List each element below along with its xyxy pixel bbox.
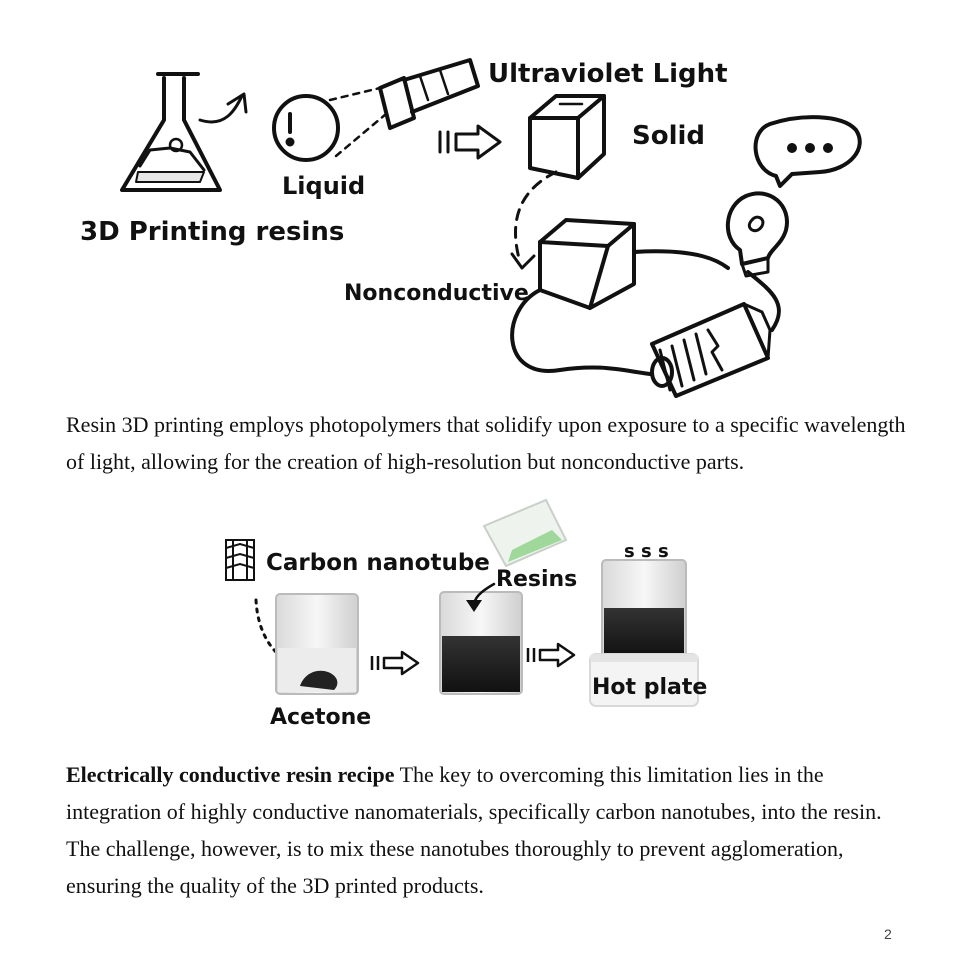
arrow-icon bbox=[526, 642, 576, 668]
uv-label: Ultraviolet Light bbox=[488, 59, 728, 89]
steam-label: s s s bbox=[624, 541, 669, 562]
beaker-icon bbox=[439, 591, 523, 695]
beaker-icon bbox=[601, 559, 687, 659]
hot-plate-icon bbox=[589, 653, 699, 707]
carbon-nanotube-label: Carbon nanotube bbox=[266, 550, 490, 576]
lightbulb-icon bbox=[725, 191, 789, 278]
cube-icon bbox=[538, 218, 636, 310]
acetone-label: Acetone bbox=[270, 705, 371, 730]
intro-paragraph: Resin 3D printing employs photopolymers … bbox=[66, 412, 906, 474]
resins-label: 3D Printing resins bbox=[80, 217, 344, 247]
beaker-icon bbox=[275, 593, 359, 695]
resins-add-label: Resins bbox=[496, 567, 577, 592]
resin-printing-figure: 3D Printing resins Liquid Ultraviolet Li… bbox=[80, 58, 862, 398]
conductive-resin-recipe-figure: s s s Carbon nanotube Resins Acetone Hot… bbox=[225, 498, 707, 730]
battery-icon bbox=[650, 302, 772, 398]
pouring-cup-icon bbox=[482, 498, 568, 568]
recipe-paragraph: Electrically conductive resin recipe The… bbox=[66, 756, 916, 904]
speech-bubble-icon bbox=[753, 115, 862, 188]
solid-label: Solid bbox=[632, 121, 705, 151]
arrow-icon bbox=[438, 124, 502, 160]
nanotube-icon bbox=[225, 539, 255, 581]
droplet-icon bbox=[272, 94, 340, 162]
recipe-body: The key to overcoming this limitation li… bbox=[66, 762, 882, 898]
page-number: 2 bbox=[884, 926, 892, 942]
liquid-label: Liquid bbox=[282, 172, 365, 200]
arrow-icon bbox=[370, 650, 420, 676]
nonconductive-label: Nonconductive bbox=[344, 281, 529, 306]
hot-plate-label: Hot plate bbox=[592, 675, 707, 700]
flashlight-icon bbox=[378, 58, 480, 130]
flask-icon bbox=[120, 72, 222, 192]
recipe-heading: Electrically conductive resin recipe bbox=[66, 762, 395, 787]
